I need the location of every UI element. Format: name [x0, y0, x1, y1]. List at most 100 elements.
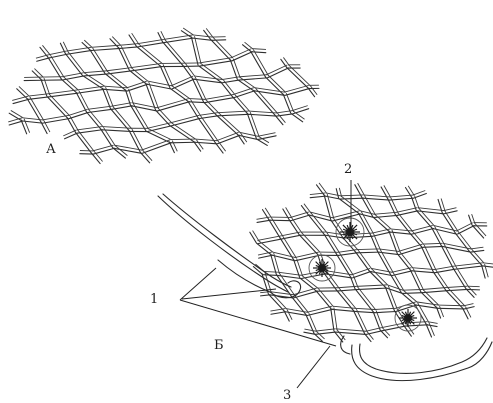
cell-wall-inner: [423, 243, 443, 244]
cell-wall-inner: [253, 49, 268, 75]
cell-wall-inner: [88, 106, 112, 109]
cell-wall: [141, 153, 150, 163]
cell-wall: [189, 102, 205, 103]
cell-wall-inner: [112, 37, 121, 46]
cell-wall-inner: [418, 208, 444, 211]
cell-wall: [427, 325, 437, 327]
cell-wall: [332, 309, 355, 311]
cell-wall-inner: [78, 131, 94, 152]
cell-wall: [257, 139, 267, 145]
cell-wall-inner: [443, 243, 471, 249]
cell-wall-inner: [106, 68, 130, 71]
cell-wall-inner: [139, 44, 163, 64]
cell-wall-inner: [464, 304, 474, 306]
cell-wall-inner: [334, 308, 337, 331]
cell-wall: [148, 126, 172, 132]
cell-wall-inner: [252, 49, 266, 50]
callout-1-line-c: [182, 289, 276, 299]
cell-wall-inner: [286, 309, 308, 313]
cell-wall: [292, 297, 306, 314]
cell-wall: [373, 312, 380, 330]
cell-wall-inner: [357, 249, 379, 250]
callout-1-line-a: [180, 268, 216, 300]
cell-wall: [316, 291, 331, 309]
cell-wall: [93, 148, 114, 154]
cell-wall: [356, 288, 386, 289]
cell-wall: [171, 118, 200, 125]
cell-wall-inner: [339, 288, 356, 309]
cell-wall-inner: [93, 48, 108, 72]
cell-wall: [128, 84, 148, 91]
cell-wall-inner: [235, 95, 250, 112]
cell-wall: [356, 252, 370, 271]
cell-wall: [69, 112, 88, 118]
cell-wall-inner: [374, 234, 381, 250]
cell-wall: [252, 52, 266, 53]
cell-wall: [90, 50, 105, 74]
cell-wall-inner: [340, 195, 363, 196]
cell-wall-inner: [51, 55, 65, 77]
cell-wall-inner: [91, 45, 120, 47]
cell-wall: [67, 118, 75, 133]
cell-wall-inner: [11, 110, 24, 118]
cell-wall-inner: [337, 329, 346, 340]
cell-wall-inner: [143, 151, 152, 161]
cell-wall: [191, 37, 198, 65]
cell-wall-inner: [319, 183, 327, 194]
cell-wall-inner: [113, 107, 132, 129]
cell-wall: [421, 246, 433, 271]
callout-3-label: 3: [283, 389, 291, 402]
cell-wall: [105, 74, 126, 91]
panel-b-label: Б: [214, 339, 224, 352]
cell-wall: [456, 234, 470, 252]
cell-wall-inner: [201, 116, 219, 141]
cell-wall: [249, 114, 277, 116]
cell-wall: [204, 30, 211, 39]
cell-wall-inner: [374, 212, 397, 214]
cell-wall: [250, 232, 256, 243]
cell-wall-inner: [276, 111, 292, 113]
cell-wall: [211, 40, 231, 61]
cell-wall-inner: [307, 306, 332, 312]
cell-wall: [283, 94, 290, 113]
cell-wall-inner: [389, 195, 413, 197]
cell-wall: [29, 97, 49, 99]
cell-wall-inner: [132, 33, 139, 44]
cell-wall-inner: [170, 115, 199, 122]
cell-wall-inner: [84, 40, 92, 48]
cell-wall-inner: [172, 123, 196, 139]
cell-wall-inner: [355, 308, 375, 309]
cell-wall: [416, 210, 432, 228]
cell-wall-inner: [384, 185, 391, 197]
tissue-b-cell-network: [250, 183, 493, 342]
cell-wall-inner: [222, 77, 239, 80]
cell-wall-inner: [253, 231, 259, 242]
cell-wall-inner: [30, 97, 44, 121]
cell-wall-inner: [233, 59, 240, 78]
cell-wall-inner: [411, 225, 433, 231]
callout-3-line: [297, 346, 330, 388]
cell-wall-inner: [338, 286, 356, 287]
cell-wall-inner: [434, 266, 454, 269]
cell-wall: [9, 121, 23, 125]
cell-wall-inner: [42, 45, 50, 55]
cell-wall: [283, 209, 289, 220]
cell-wall: [259, 255, 273, 258]
cell-wall: [453, 268, 466, 288]
cell-wall: [91, 48, 120, 50]
cell-wall: [266, 77, 284, 94]
cell-wall-inner: [258, 133, 276, 137]
cell-wall: [78, 89, 105, 93]
cell-wall-inner: [309, 313, 317, 332]
cell-wall-inner: [89, 110, 103, 127]
cell-wall: [137, 47, 161, 67]
cell-wall-inner: [391, 229, 412, 231]
cell-wall-inner: [332, 306, 355, 308]
cell-wall-inner: [284, 85, 308, 92]
cell-wall: [48, 57, 62, 79]
cell-wall: [41, 122, 47, 133]
cell-wall: [308, 88, 315, 97]
cell-wall: [399, 247, 423, 254]
cell-wall-inner: [424, 245, 436, 270]
